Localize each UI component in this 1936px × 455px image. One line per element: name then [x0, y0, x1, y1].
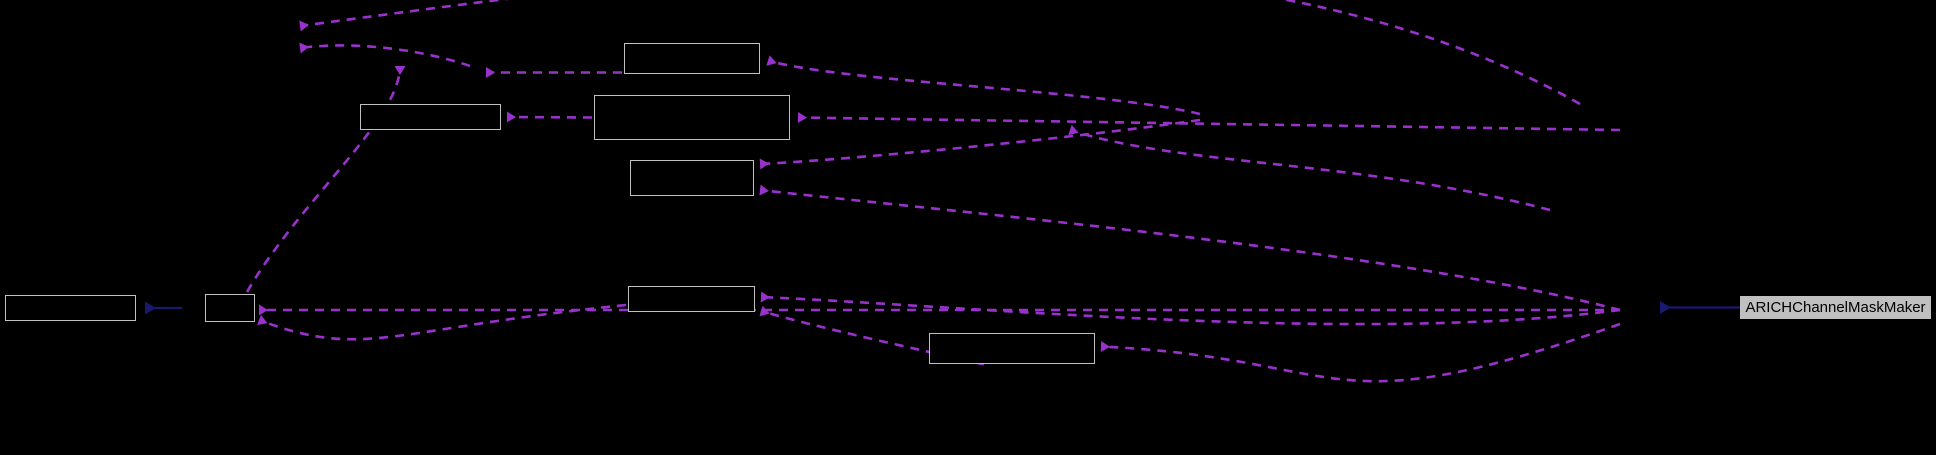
graph-node-label	[625, 44, 759, 73]
edge-n6-to-n1	[257, 303, 627, 341]
graph-node-n6[interactable]	[628, 286, 755, 312]
edge-top-curve-1	[299, 0, 1581, 106]
graph-node-label	[361, 105, 500, 129]
graph-node-label	[206, 295, 254, 321]
graph-node-label	[595, 96, 789, 139]
edge-hub-to-n7	[1100, 322, 1621, 383]
graph-node-label	[631, 161, 753, 195]
edge-hub-to-n6a	[760, 291, 1621, 326]
edge-top-curve-2	[299, 42, 471, 68]
graph-node-label	[6, 296, 135, 320]
edge-hub-to-n5b	[759, 184, 1621, 312]
graph-node-n0[interactable]	[5, 295, 136, 321]
graph-node-label: ARICHChannelMaskMaker	[1745, 299, 1926, 316]
graph-node-n4[interactable]	[594, 95, 790, 140]
edge-n7-to-n6	[759, 305, 988, 366]
graph-node-n2[interactable]	[360, 104, 501, 130]
graph-node-n5[interactable]	[630, 160, 754, 196]
graph-node-n7[interactable]	[929, 333, 1095, 364]
graph-node-n8[interactable]: ARICHChannelMaskMaker	[1740, 296, 1931, 319]
graph-node-n3[interactable]	[624, 43, 760, 74]
edge-n4-to-n2	[506, 111, 593, 123]
edge-n1-up	[245, 65, 406, 293]
edge-hub-to-n3	[766, 55, 1201, 116]
edge-hub-to-n4	[797, 112, 1621, 132]
graph-node-label	[930, 334, 1094, 363]
graph-node-n1[interactable]	[205, 294, 255, 322]
graph-node-label	[629, 287, 754, 311]
edge-free-diagonal	[1068, 124, 1551, 212]
edge-hub-to-n5a	[759, 118, 1201, 170]
